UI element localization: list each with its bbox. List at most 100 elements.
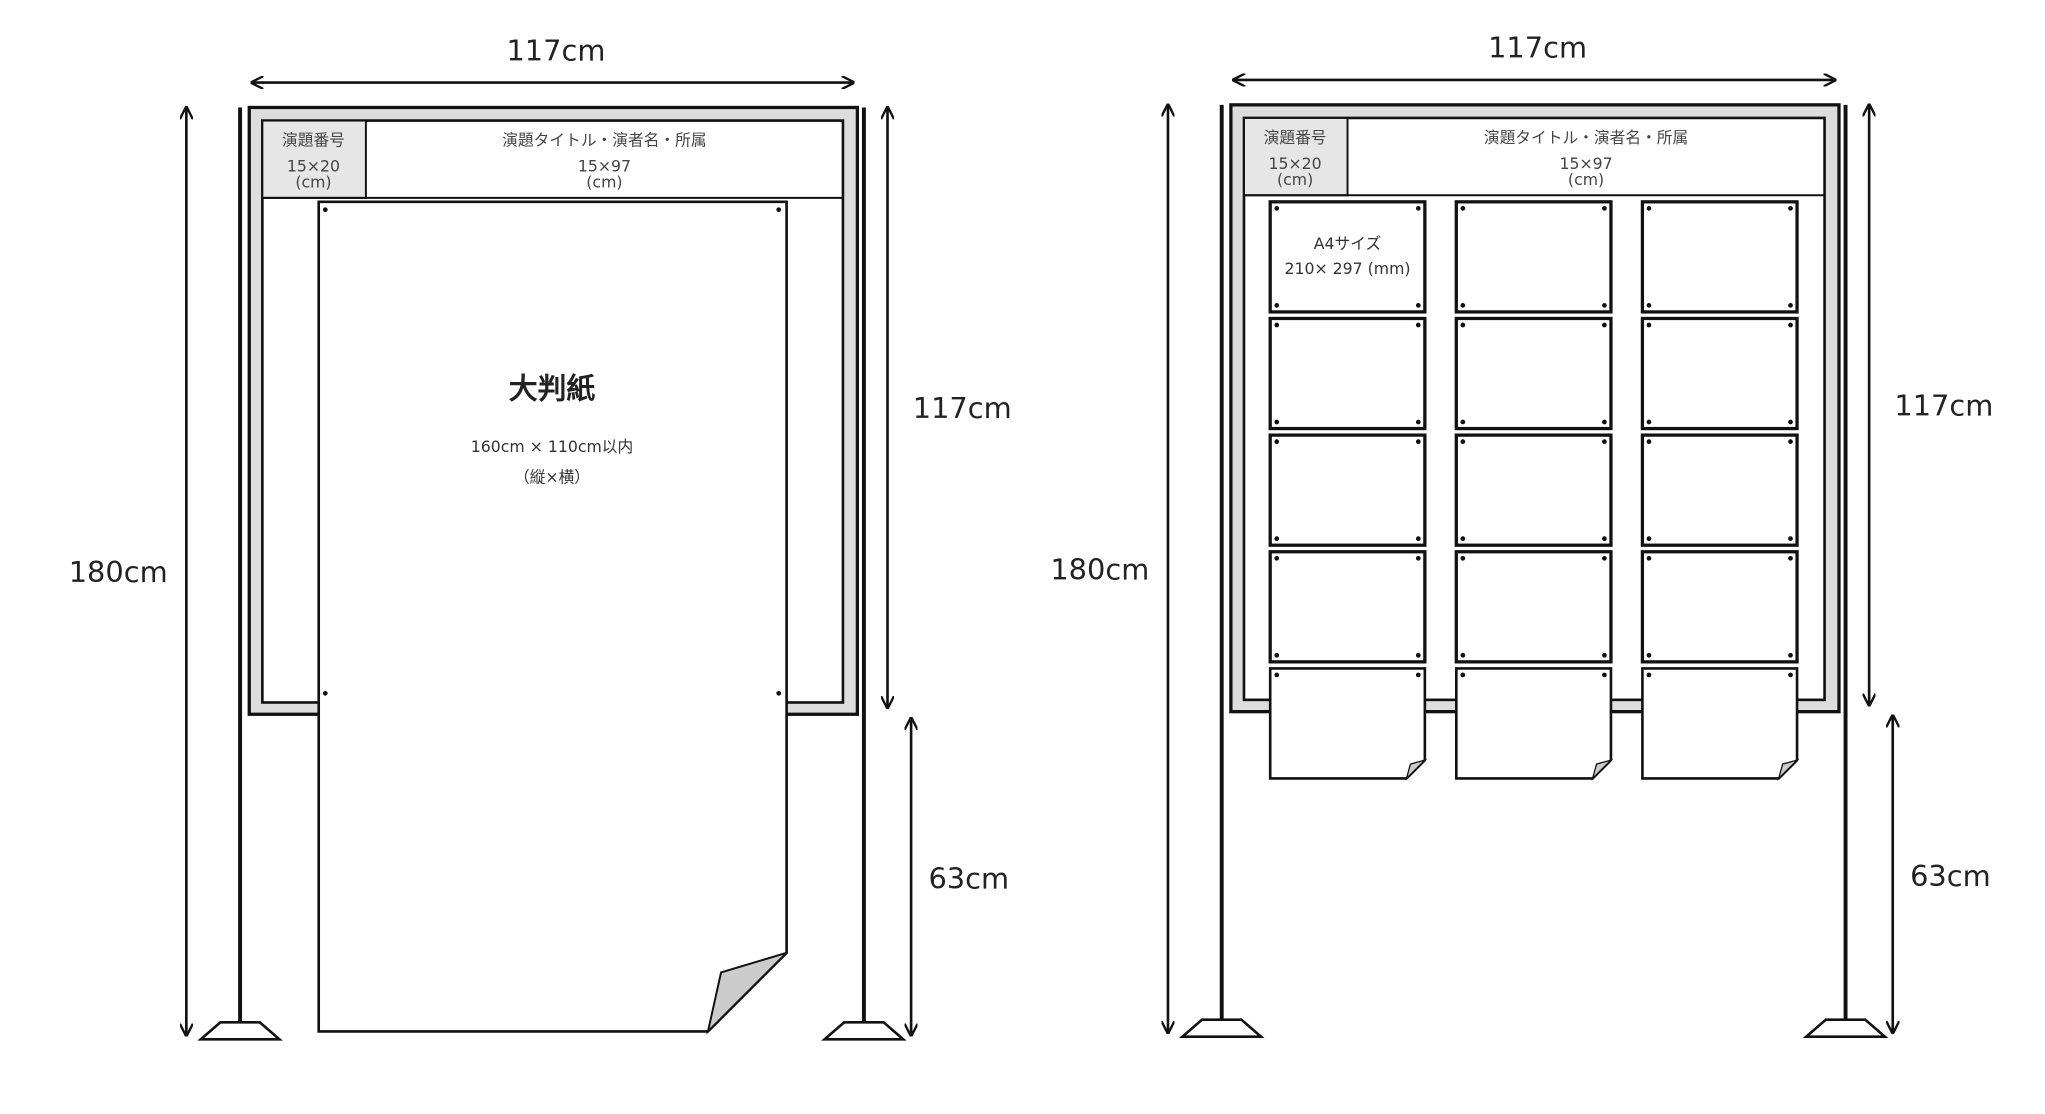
pin-dot (1274, 439, 1280, 445)
pin-dot (1788, 439, 1793, 445)
pin-dot (1602, 672, 1607, 678)
pin-dot (1788, 206, 1793, 211)
a4-sheet-title: A4サイズ (1314, 234, 1381, 253)
title-cell-title: 演題タイトル・演者名・所属 (502, 130, 706, 149)
pin-dot (1646, 419, 1652, 425)
a4-sheet (1268, 667, 1427, 780)
width-label: 117cm (506, 33, 605, 67)
a4-sheet (1454, 667, 1613, 780)
large-poster-sheet (317, 200, 788, 1033)
pin-dot (1646, 322, 1652, 328)
board-height-label: 117cm (913, 391, 1012, 425)
pin-dot (1415, 536, 1421, 542)
pin-dot (1602, 536, 1607, 542)
pin-dot (1415, 652, 1421, 658)
a4-sheet (1640, 433, 1799, 547)
pin-dot (322, 690, 328, 696)
pin-dot (1415, 439, 1421, 445)
pin-dot (776, 207, 782, 213)
pin-dot (1646, 555, 1652, 561)
a4-sheet (1641, 667, 1799, 780)
pin-dot (1460, 672, 1466, 678)
a4-sheet (1454, 316, 1613, 431)
pin-dot (1646, 303, 1652, 308)
pin-dot (1646, 439, 1652, 445)
left-base (1178, 1018, 1265, 1038)
pin-dot (1460, 555, 1466, 561)
a4-sheet (1268, 316, 1427, 431)
page-curl-icon (1405, 758, 1428, 781)
pin-dot (1460, 419, 1466, 425)
pin-dot (1788, 555, 1793, 561)
pin-dot (1788, 419, 1793, 425)
pin-dot (1602, 652, 1607, 658)
a4-sheet (1454, 200, 1613, 314)
pin-dot (1788, 672, 1793, 678)
page-curl-icon (1591, 758, 1614, 781)
pin-dot (322, 207, 328, 213)
page-curl-icon (1777, 758, 1800, 781)
presentation-number-cell (261, 119, 367, 199)
number-cell-title: 演題番号 (1264, 128, 1327, 147)
poster-note: （縦×横） (514, 467, 590, 486)
right-base (821, 1020, 907, 1041)
left-base (197, 1020, 283, 1041)
leg-height-label: 63cm (1910, 859, 1991, 893)
board-height-label: 117cm (1894, 388, 1993, 422)
pin-dot (1415, 555, 1421, 561)
pin-dot (1460, 322, 1466, 328)
pin-dot (1602, 322, 1607, 328)
pin-dot (1460, 536, 1466, 542)
a4-poster-board: 117cm180cm117cm63cm演題番号15×20(cm)演題タイトル・演… (1050, 31, 1993, 1038)
a4-sheet (1454, 550, 1613, 664)
large-poster-board: 117cm180cm117cm63cm演題番号15×20(cm)演題タイトル・演… (69, 33, 1012, 1041)
title-cell-unit: (cm) (1568, 170, 1604, 189)
pin-dot (1460, 652, 1466, 658)
pin-dot (1274, 536, 1280, 542)
pin-dot (1274, 206, 1280, 211)
leg-height-label: 63cm (928, 862, 1009, 896)
pin-dot (1602, 303, 1607, 308)
title-cell-title: 演題タイトル・演者名・所属 (1484, 128, 1688, 147)
pin-dot (1274, 419, 1280, 425)
pin-dot (1788, 322, 1793, 328)
number-cell-size: 15×20 (287, 157, 340, 176)
title-cell-size: 15×97 (1559, 154, 1612, 173)
pin-dot (1460, 439, 1466, 445)
pin-dot (1788, 652, 1793, 658)
pin-dot (1415, 419, 1421, 425)
pin-dot (1460, 206, 1466, 211)
pin-dot (1274, 555, 1280, 561)
width-label: 117cm (1488, 31, 1587, 65)
height-label: 180cm (1050, 552, 1149, 586)
number-cell-title: 演題番号 (282, 130, 345, 149)
pin-dot (1415, 303, 1421, 308)
pin-dot (1415, 322, 1421, 328)
pin-dot (1788, 303, 1793, 308)
pin-dot (1274, 652, 1280, 658)
right-base (1802, 1018, 1889, 1038)
pin-dot (1788, 536, 1793, 542)
pin-dot (1274, 672, 1280, 678)
a4-sheet (1640, 316, 1799, 431)
pin-dot (1274, 303, 1280, 308)
a4-sheet (1268, 200, 1427, 314)
a4-sheet (1454, 433, 1613, 547)
poster-size: 160cm × 110cm以内 (471, 437, 634, 456)
pin-dot (1415, 672, 1421, 678)
page-curl-icon (706, 951, 788, 1035)
pin-dot (1602, 419, 1607, 425)
pin-dot (1646, 536, 1652, 542)
number-cell-size: 15×20 (1269, 154, 1322, 173)
pin-dot (1415, 206, 1421, 211)
pin-dot (1602, 555, 1607, 561)
a4-sheet (1268, 550, 1427, 664)
poster-title: 大判紙 (509, 371, 596, 405)
a4-sheet (1640, 550, 1799, 664)
pin-dot (1646, 206, 1652, 211)
title-cell-unit: (cm) (586, 172, 622, 191)
pin-dot (1274, 322, 1280, 328)
number-cell-unit: (cm) (1277, 170, 1313, 189)
a4-sheet (1268, 433, 1427, 547)
